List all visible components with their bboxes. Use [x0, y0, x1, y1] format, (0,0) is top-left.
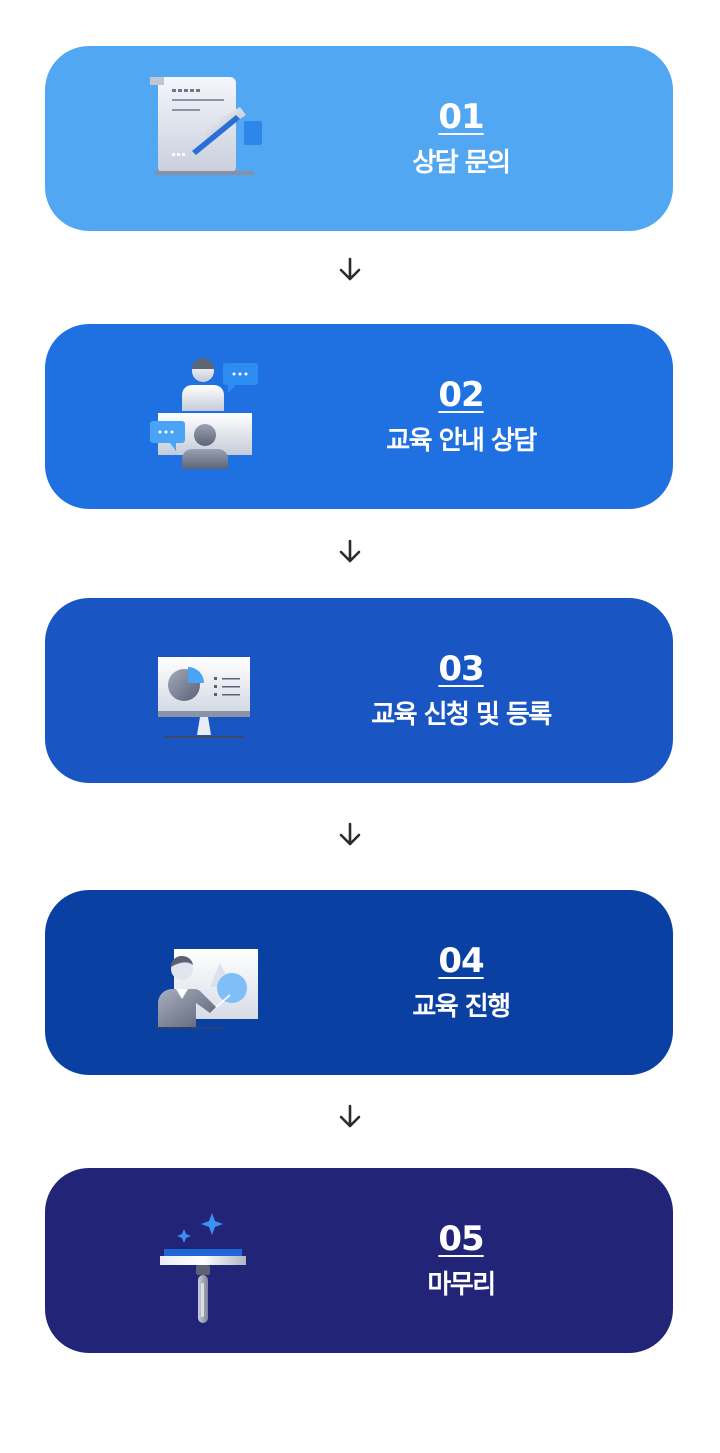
arrow-down-icon — [338, 539, 362, 565]
step-card-4: 04 교육 진행 — [45, 890, 673, 1075]
step-title: 교육 신청 및 등록 — [371, 699, 552, 730]
step-number: 04 — [438, 940, 484, 981]
step-text-5: 05 마무리 — [311, 1168, 611, 1353]
step-text-4: 04 교육 진행 — [311, 890, 611, 1075]
video-consultation-icon — [140, 349, 280, 484]
squeegee-sparkle-icon — [140, 1193, 280, 1328]
step-number: 03 — [438, 648, 484, 689]
step-number: 05 — [438, 1218, 484, 1259]
step-title: 교육 안내 상담 — [386, 425, 537, 456]
arrow-down-icon — [338, 257, 362, 283]
step-title: 마무리 — [427, 1269, 496, 1300]
monitor-chart-icon — [140, 623, 280, 758]
step-title: 상담 문의 — [412, 147, 511, 178]
step-card-5: 05 마무리 — [45, 1168, 673, 1353]
step-text-3: 03 교육 신청 및 등록 — [311, 598, 611, 783]
lecturer-board-icon — [140, 915, 280, 1050]
step-text-1: 01 상담 문의 — [311, 46, 611, 231]
step-text-2: 02 교육 안내 상담 — [311, 324, 611, 509]
step-title: 교육 진행 — [412, 991, 511, 1022]
arrow-down-icon — [338, 822, 362, 848]
step-card-3: 03 교육 신청 및 등록 — [45, 598, 673, 783]
arrow-down-icon — [338, 1104, 362, 1130]
step-card-1: 01 상담 문의 — [45, 46, 673, 231]
document-pen-icon — [140, 71, 280, 206]
step-card-2: 02 교육 안내 상담 — [45, 324, 673, 509]
step-number: 01 — [438, 96, 484, 137]
step-number: 02 — [438, 374, 484, 415]
